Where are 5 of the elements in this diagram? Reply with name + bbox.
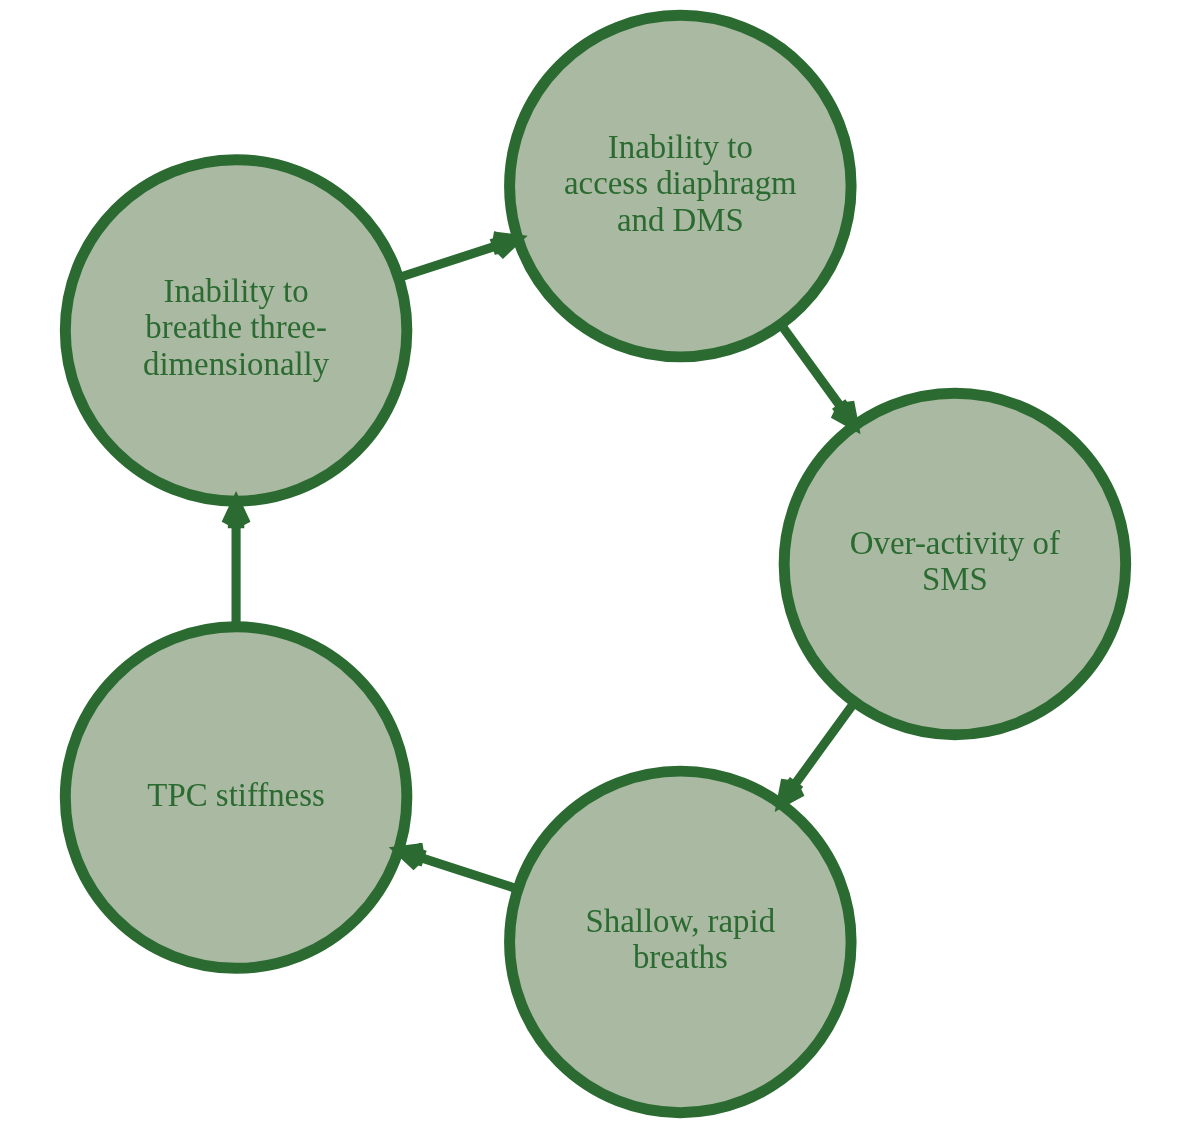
node-circle: Inability to breathe three-dimensionally xyxy=(59,154,413,507)
node-circle: TPC stiffness xyxy=(59,621,413,974)
node-circle: Inability to access diaphragm and DMS xyxy=(504,9,857,363)
node-circle: Over-activity of SMS xyxy=(778,387,1132,741)
node-circle: Shallow, rapid breaths xyxy=(504,765,857,1119)
